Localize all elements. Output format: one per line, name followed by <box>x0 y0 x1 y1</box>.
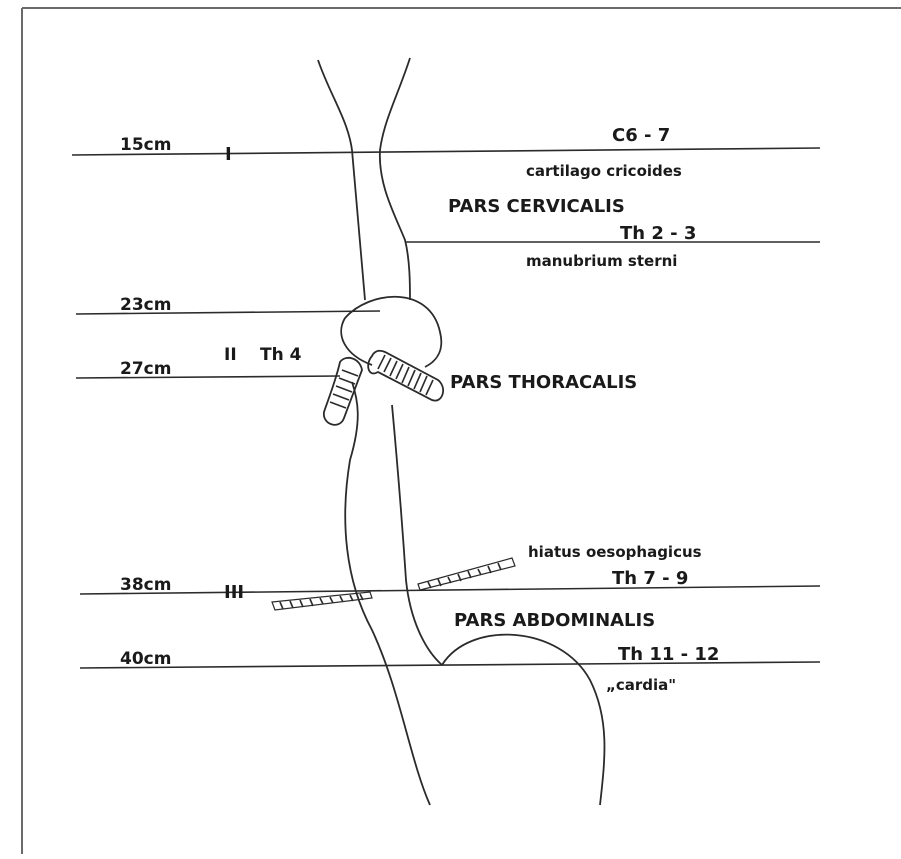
stomach-outline <box>442 635 604 805</box>
label-c6-7: C6 - 7 <box>612 125 670 146</box>
label-pars-cervicalis: PARS CERVICALIS <box>448 196 625 217</box>
level-line-38cm <box>80 586 820 594</box>
left-bronchus <box>368 351 443 401</box>
distance-40cm: 40cm <box>120 649 171 669</box>
narrowing-third: III <box>224 582 244 603</box>
label-pars-abdominalis: PARS ABDOMINALIS <box>454 610 655 631</box>
label-pars-thoracalis: PARS THORACALIS <box>450 372 637 393</box>
narrowing-first: I <box>225 144 232 165</box>
oesophagus-left-upper <box>318 60 365 300</box>
distance-27cm: 27cm <box>120 359 171 379</box>
label-th7-9: Th 7 - 9 <box>612 568 688 589</box>
label-manubrium-sterni: manubrium sterni <box>526 252 677 270</box>
distance-23cm: 23cm <box>120 295 171 315</box>
narrowing-second-level: Th 4 <box>260 345 302 365</box>
label-th11-12: Th 11 - 12 <box>618 644 719 665</box>
label-hiatus-oesophagicus: hiatus oesophagicus <box>528 543 702 561</box>
right-bronchus <box>324 358 362 425</box>
oesophagus-right-lower <box>392 405 442 665</box>
distance-15cm: 15cm <box>120 135 171 155</box>
oesophagus-right-upper <box>380 58 410 300</box>
label-cardia: „cardia" <box>606 676 676 694</box>
distance-38cm: 38cm <box>120 575 171 595</box>
level-line-15cm <box>72 148 820 155</box>
label-th2-3: Th 2 - 3 <box>620 223 696 244</box>
narrowing-second: II <box>224 345 237 365</box>
level-line-27cm <box>76 376 340 378</box>
diaphragm-right <box>418 558 515 590</box>
label-cartilago-cricoides: cartilago cricoides <box>526 162 682 180</box>
